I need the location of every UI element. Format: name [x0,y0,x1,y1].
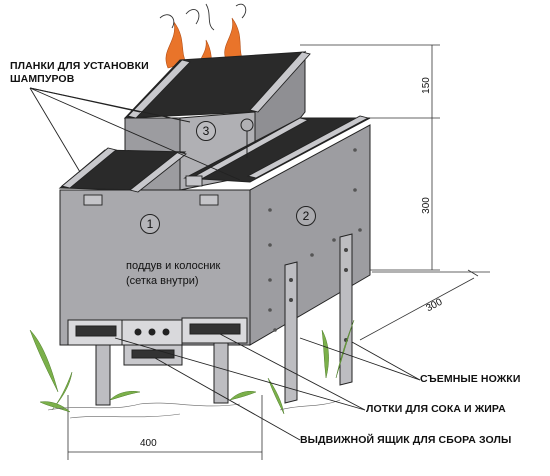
section-2-marker: 2 [296,206,316,226]
rivets [268,148,362,332]
blower-label-line1: поддув и колосник [126,260,221,272]
legs [95,233,353,406]
grass [29,319,355,415]
dimension-150: 150 [420,77,432,94]
skewer-rails [61,51,370,193]
ash-drawer-label: ВЫДВИЖНОЙ ЯЩИК ДЛЯ СБОРА ЗОЛЫ [300,434,512,446]
dimension-400: 400 [140,438,157,449]
section-1-marker: 1 [140,214,160,234]
dimension-lines [67,44,490,460]
skewer-rails-label-line1: ПЛАНКИ ДЛЯ УСТАНОВКИ [10,60,149,72]
leader-lines [29,87,421,441]
skewer-rails-label-line2: ШАМПУРОВ [10,73,75,85]
left-block [58,149,251,346]
removable-legs-label: СЪЕМНЫЕ НОЖКИ [420,373,521,385]
smoke-lines [159,3,247,31]
dimension-300-height: 300 [420,197,432,214]
vent-handle [240,118,254,158]
drawers [67,317,248,366]
blower-label-line2: (сетка внутри) [126,275,199,287]
juice-trays-label: ЛОТКИ ДЛЯ СОКА И ЖИРА [366,403,506,415]
ground-scribbles [47,399,341,419]
tab-brackets [83,175,219,206]
section-3-marker: 3 [196,121,216,141]
